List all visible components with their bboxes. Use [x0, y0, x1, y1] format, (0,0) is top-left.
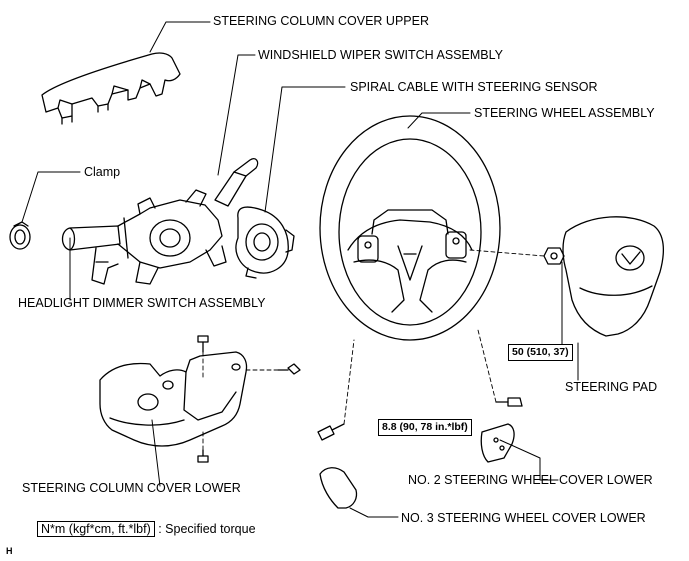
no2-cover-lower-part — [480, 423, 515, 463]
leader-lines — [21, 21, 579, 518]
screws — [197, 335, 523, 463]
label-clamp: Clamp — [84, 165, 121, 179]
torque-box-pad-nut: 50 (510, 37) — [508, 344, 573, 361]
label-spiral-cable: SPIRAL CABLE WITH STEERING SENSOR — [350, 80, 598, 94]
legend-unit-box: N*m (kgf*cm, ft.*lbf) — [37, 521, 155, 537]
label-windshield-wiper-switch: WINDSHIELD WIPER SWITCH ASSEMBLY — [258, 48, 503, 62]
clamp-part — [9, 221, 31, 250]
label-steering-pad: STEERING PAD — [565, 380, 658, 394]
combination-switch-part — [61, 158, 259, 285]
label-steering-column-cover-lower: STEERING COLUMN COVER LOWER — [22, 481, 241, 495]
legend-text: : Specified torque — [158, 522, 256, 536]
steering-column-cover-lower-part — [99, 351, 248, 447]
label-no2-cover-lower: NO. 2 STEERING WHEEL COVER LOWER — [408, 473, 653, 487]
label-steering-wheel-assembly: STEERING WHEEL ASSEMBLY — [474, 106, 655, 120]
dashed-lines — [202, 249, 545, 451]
spiral-cable-part — [235, 206, 295, 279]
no3-cover-lower-part — [319, 467, 358, 509]
label-no3-cover-lower: NO. 3 STEERING WHEEL COVER LOWER — [401, 511, 646, 525]
label-steering-column-cover-upper: STEERING COLUMN COVER UPPER — [213, 14, 430, 28]
torque-legend: N*m (kgf*cm, ft.*lbf) : Specified torque — [37, 521, 256, 537]
steering-pad-part — [543, 216, 665, 337]
steering-wheel-part — [319, 115, 501, 341]
steering-column-cover-upper-part — [41, 52, 181, 125]
figure-code: H — [6, 546, 13, 556]
torque-box-wheel-screw: 8.8 (90, 78 in.*lbf) — [378, 419, 472, 436]
label-headlight-dimmer-switch: HEADLIGHT DIMMER SWITCH ASSEMBLY — [18, 296, 266, 310]
